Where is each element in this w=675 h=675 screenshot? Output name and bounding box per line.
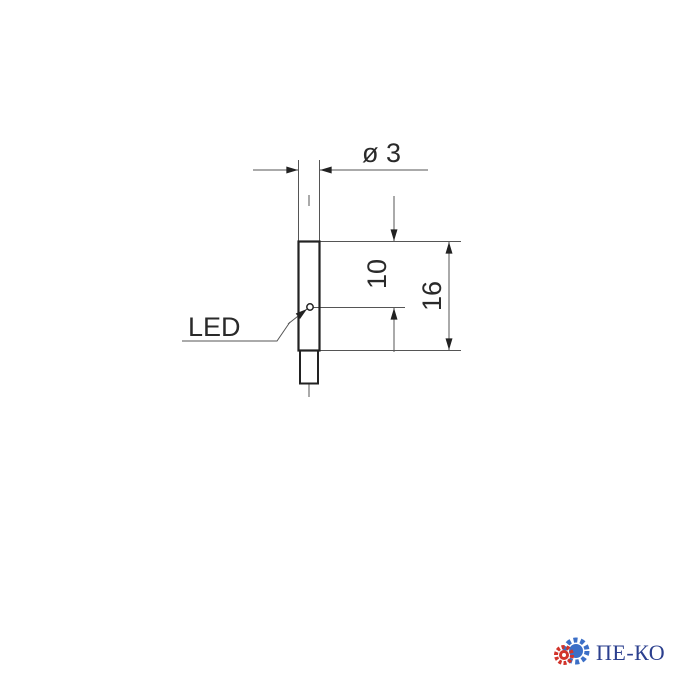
company-logo: ПЕ-КО — [552, 637, 672, 669]
logo-text: ПЕ-КО — [596, 640, 666, 665]
dim-10-label: 10 — [362, 259, 392, 289]
gear-logo-icon — [554, 637, 590, 665]
led-leader-line — [182, 321, 291, 342]
led-indicator — [306, 303, 314, 311]
sensor-body — [297, 240, 321, 352]
dim-16-label: 16 — [417, 281, 447, 311]
sensor-tail — [299, 349, 319, 385]
led-label: LED — [188, 312, 241, 342]
diameter-label: ø 3 — [362, 138, 401, 168]
